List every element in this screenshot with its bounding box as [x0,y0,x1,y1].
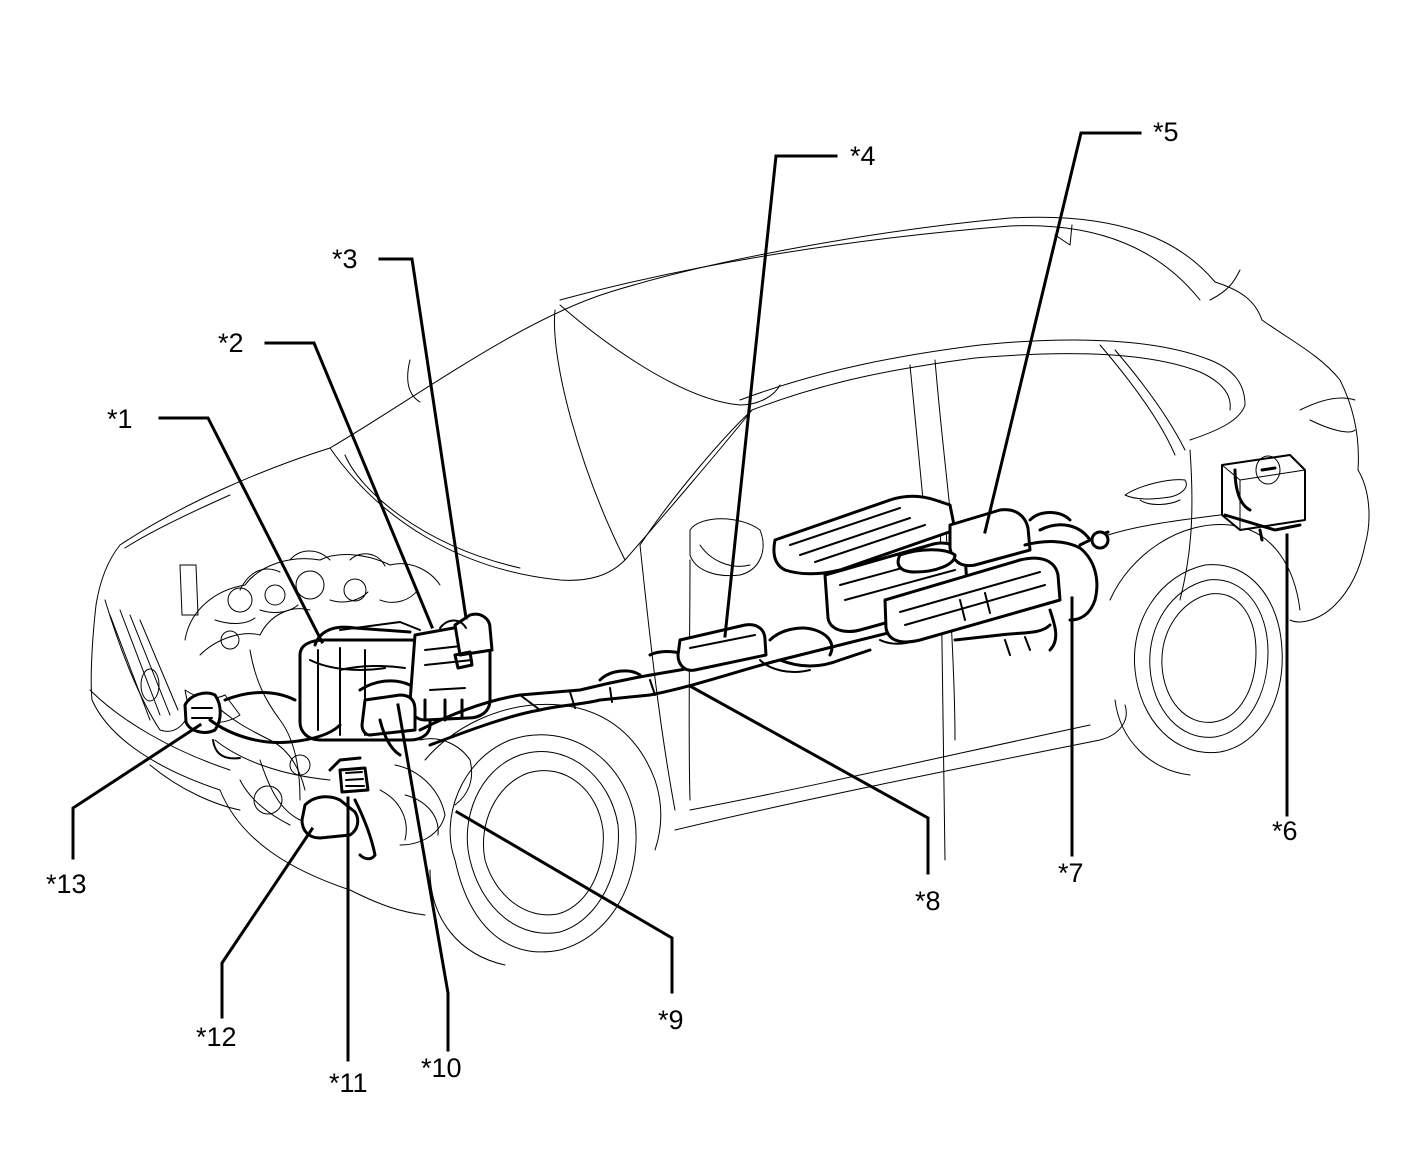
leader-9 [454,809,674,994]
vehicle-body-outline [89,216,1370,916]
callout-2: *2 [218,328,244,358]
leader-8 [687,683,930,875]
callout-6: *6 [1272,816,1298,846]
front-lower-harness [208,691,342,760]
callout-8: *8 [915,886,941,916]
callout-labels: *1 *2 *3 *4 *5 *6 *7 *8 *9 *10 *11 *12 *… [46,117,1298,1098]
ecu-harness-front [339,664,417,757]
callout-13: *13 [46,869,87,899]
junction-block [439,612,494,670]
callout-1: *1 [107,404,133,434]
lower-engine-components [300,756,377,861]
callout-5: *5 [1153,117,1179,147]
leader-1 [158,416,325,645]
callout-3: *3 [332,244,358,274]
engine-assembly [184,550,473,846]
callout-leader-lines [71,131,1289,1062]
high-voltage-cable-harness [418,626,916,747]
callout-11: *11 [329,1068,368,1098]
front-left-connector [183,691,222,734]
leader-13 [71,722,203,860]
power-management-ecu [676,623,768,672]
callout-9: *9 [658,1005,684,1035]
callout-10: *10 [421,1053,462,1083]
auxiliary-battery [1221,454,1306,542]
leader-12 [220,826,315,1019]
leader-5 [983,131,1142,534]
callout-12: *12 [196,1022,237,1052]
rear-wheel [1109,524,1336,776]
front-wheel [424,703,662,966]
leader-3 [378,257,468,620]
callout-7: *7 [1058,858,1084,888]
leader-10 [396,703,450,1052]
hv-battery-assembly [772,494,1099,656]
leader-4 [723,154,838,638]
callout-4: *4 [850,141,876,171]
leader-2 [264,341,434,629]
